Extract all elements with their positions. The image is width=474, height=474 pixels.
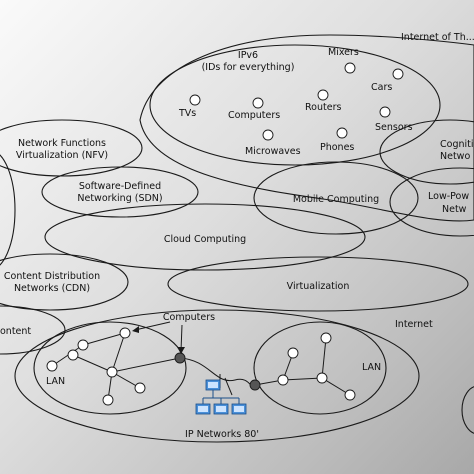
internet-label: Internet xyxy=(395,319,433,330)
virtualization-label: Virtualization xyxy=(287,281,350,292)
internet-ellipse xyxy=(14,309,420,443)
sensors-node xyxy=(379,106,391,118)
lan-right-edge xyxy=(282,377,323,381)
ipv6-ellipse xyxy=(149,44,441,166)
virtualization-ellipse xyxy=(167,256,469,312)
sdn-ellipse xyxy=(41,166,199,218)
lan-left-edge xyxy=(72,354,113,373)
cars-label: Cars xyxy=(371,82,392,93)
lan-left-node xyxy=(134,382,146,394)
lan-left-edge xyxy=(51,344,84,367)
ipv6-label: IPv6 xyxy=(238,50,258,61)
left-partial-ellipse xyxy=(0,154,16,266)
mixers-label: Mixers xyxy=(328,47,359,58)
cognitive-ellipse xyxy=(379,119,474,185)
lan-left-node xyxy=(102,394,114,406)
cdn-ellipse xyxy=(0,253,129,311)
routers-label: Routers xyxy=(305,102,341,113)
ip-networks-label: IP Networks 80' xyxy=(185,429,259,440)
mobile-computing-label: Mobile Computing xyxy=(293,194,379,205)
computers-label-bottom: Computers xyxy=(163,312,215,323)
lan-left-edge xyxy=(111,332,126,373)
lan-right-node xyxy=(316,372,328,384)
lan-right-edge xyxy=(321,337,327,379)
nfv-label: Network Functions xyxy=(18,138,106,149)
mixers-node xyxy=(344,62,356,74)
sdn-label: Software-Defined xyxy=(79,181,161,192)
nfv-ellipse xyxy=(0,119,143,177)
lan-right-node xyxy=(320,332,332,344)
computers-arrowhead xyxy=(132,326,139,333)
lan-left-node xyxy=(106,366,118,378)
computers-arrow xyxy=(134,321,171,331)
mobile-computing-ellipse xyxy=(253,161,419,235)
computers-arrow-2 xyxy=(180,324,183,352)
cdn-sublabel: Networks (CDN) xyxy=(14,283,90,294)
gateway-node-left xyxy=(174,352,186,364)
sensors-label: Sensors xyxy=(375,122,413,133)
gateway-node-right xyxy=(249,379,261,391)
phones-label: Phones xyxy=(320,142,354,153)
lowpower-label: Low-Pow xyxy=(428,191,469,202)
tvs-node xyxy=(189,94,201,106)
lan-left-node xyxy=(77,339,89,351)
iot-label: Internet of Th... xyxy=(401,32,474,43)
server-link xyxy=(224,377,233,396)
cognitive-label: Cogniti xyxy=(440,139,474,150)
lan-left-node xyxy=(46,360,58,372)
lan-left-edge xyxy=(111,357,181,373)
computers-node xyxy=(252,97,264,109)
content-label: ontent xyxy=(0,326,31,337)
cdn-label: Content Distribution xyxy=(4,271,100,282)
lan-right-node xyxy=(344,389,356,401)
cloud-computing-ellipse xyxy=(44,203,366,271)
lowpower-sublabel: Netw xyxy=(442,204,467,215)
lan-left-node xyxy=(119,327,131,339)
content-ellipse xyxy=(0,305,66,355)
lan-right-label: LAN xyxy=(362,362,381,373)
microwaves-node xyxy=(262,129,274,141)
lan-left-node xyxy=(67,349,79,361)
tvs-label: TVs xyxy=(178,108,196,119)
right-partial-ellipse xyxy=(461,386,474,434)
lan-right-ellipse xyxy=(253,321,387,415)
cognitive-sublabel: Netwo xyxy=(440,151,470,162)
phones-node xyxy=(336,127,348,139)
lan-right-edge xyxy=(321,377,351,396)
server-cluster-icon xyxy=(195,379,247,415)
iot-boundary xyxy=(139,34,474,222)
cars-node xyxy=(392,68,404,80)
lan-left-edge xyxy=(82,332,126,346)
lan-right-node xyxy=(277,374,289,386)
lan-right-node xyxy=(287,347,299,359)
ipv6-sublabel: (IDs for everything) xyxy=(202,62,295,73)
lowpower-ellipse xyxy=(389,167,474,237)
routers-node xyxy=(317,89,329,101)
microwaves-label: Microwaves xyxy=(245,146,301,157)
lan-left-ellipse xyxy=(33,321,187,415)
nfv-sublabel: Virtualization (NFV) xyxy=(16,150,108,161)
cloud-computing-label: Cloud Computing xyxy=(164,234,246,245)
computers-label-top: Computers xyxy=(228,110,280,121)
lan-left-label: LAN xyxy=(46,376,65,387)
sdn-sublabel: Networking (SDN) xyxy=(77,193,162,204)
computers-arrowhead-2 xyxy=(177,347,185,354)
